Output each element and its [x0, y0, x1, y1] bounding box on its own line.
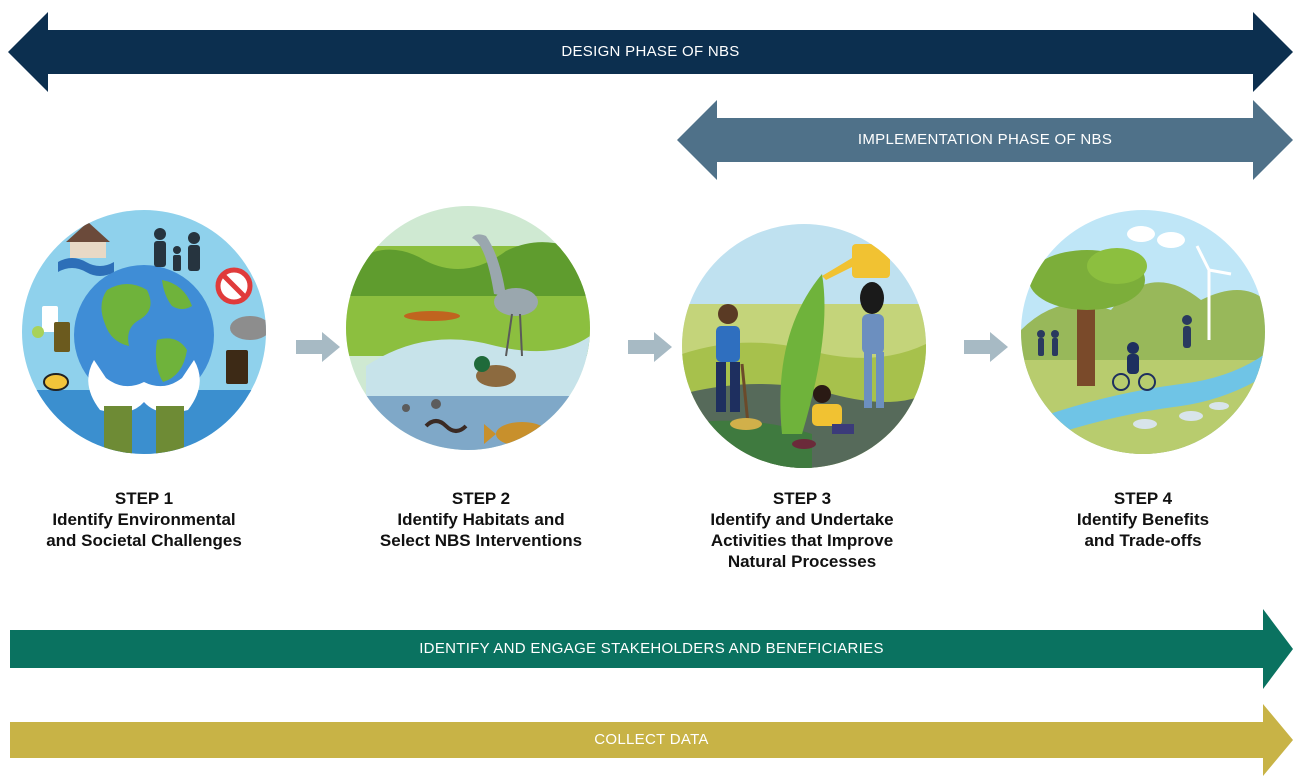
implementation-phase-arrow	[677, 100, 1293, 180]
chemical-bottles-icon	[32, 306, 70, 352]
step-1-caption: STEP 1 Identify Environmental and Societ…	[0, 488, 294, 551]
oil-barrel-icon	[226, 350, 248, 384]
step-2-illustration	[346, 206, 590, 450]
stakeholders-label: IDENTIFY AND ENGAGE STAKEHOLDERS AND BEN…	[419, 640, 884, 657]
connector-arrow-1	[296, 332, 340, 362]
tree-icon	[1029, 248, 1147, 386]
person-watering-icon	[860, 282, 884, 408]
collect-data-arrow	[10, 704, 1293, 776]
step-3-line-1: Identify and Undertake	[710, 510, 894, 529]
stakeholders-arrow-shape	[10, 609, 1293, 689]
fish-icon	[1133, 402, 1229, 429]
step-3-line-2: Activities that Improve	[710, 531, 894, 550]
step-4-line-2: and Trade-offs	[1084, 531, 1202, 550]
wind-turbine-icon	[1195, 245, 1232, 340]
step-2-caption: STEP 2 Identify Habitats and Select NBS …	[331, 488, 631, 551]
design-phase-arrow-shape	[8, 12, 1293, 92]
step-1-line-1: Identify Environmental	[52, 510, 236, 529]
duck-icon	[474, 356, 516, 387]
stakeholders-arrow	[10, 609, 1293, 689]
no-water-icon	[215, 267, 253, 305]
step-2-line-2: Select NBS Interventions	[379, 531, 583, 550]
step-3-number: STEP 3	[772, 489, 832, 508]
heron-icon	[472, 234, 538, 357]
step-4-number: STEP 4	[1113, 489, 1173, 508]
step-4-caption: STEP 4 Identify Benefits and Trade-offs	[993, 488, 1293, 551]
cloud-icon	[1127, 226, 1185, 248]
connector-arrow-2	[628, 332, 672, 362]
collect-data-label: COLLECT DATA	[594, 731, 709, 748]
step-4-line-1: Identify Benefits	[1076, 510, 1210, 529]
step-3-illustration	[682, 224, 926, 468]
design-phase-label: DESIGN PHASE OF NBS	[561, 43, 740, 60]
bee-icon	[43, 373, 69, 391]
step-3-line-3: Natural Processes	[727, 552, 877, 571]
worm-icon	[424, 419, 468, 433]
step-1-illustration	[22, 210, 266, 454]
pollution-cloud-icon	[230, 316, 266, 340]
runner-icon	[1037, 315, 1192, 356]
newt-icon	[404, 311, 460, 321]
step-1-line-2: and Societal Challenges	[46, 531, 242, 550]
step-1-number: STEP 1	[114, 489, 174, 508]
implementation-phase-arrow-shape	[677, 100, 1293, 180]
step-3-caption: STEP 3 Identify and Undertake Activities…	[652, 488, 952, 572]
house-icon	[58, 222, 114, 276]
step-4-illustration	[1021, 210, 1265, 454]
step-2-line-1: Identify Habitats and	[397, 510, 565, 529]
cyclist-icon	[1112, 342, 1156, 391]
family-icon	[154, 228, 200, 271]
collect-data-arrow-shape	[10, 704, 1293, 776]
step-2-number: STEP 2	[451, 489, 511, 508]
watering-can-icon	[822, 244, 890, 280]
person-digging-icon	[716, 304, 762, 430]
design-phase-arrow	[8, 12, 1293, 92]
person-planting-icon	[792, 385, 854, 449]
connector-arrow-3	[964, 332, 1008, 362]
implementation-phase-label: IMPLEMENTATION PHASE OF NBS	[857, 131, 1113, 148]
